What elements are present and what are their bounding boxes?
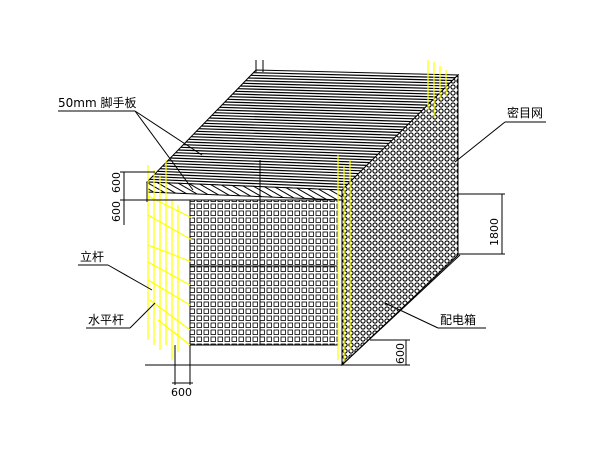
dim-height: 1800 (488, 218, 501, 246)
dim-top-spacing-1: 600 (110, 172, 123, 193)
deck-plank-line (188, 138, 387, 147)
deck-plank-line (175, 152, 373, 161)
dim-left: 600 600 (110, 171, 190, 225)
horizontal-bar-line (147, 261, 191, 286)
deck-plank-line (237, 88, 439, 95)
deck-plank-line (178, 149, 376, 158)
deck-plank-line (217, 109, 417, 117)
dim-base: 600 (350, 339, 410, 366)
deck-plank-line (243, 82, 445, 90)
label-distribution-box: 配电箱 (384, 302, 486, 329)
deck-plank-line (196, 130, 395, 139)
deck-plank-line (149, 178, 345, 188)
deck-plank-line (154, 173, 351, 183)
deck-plank-line (232, 93, 434, 101)
svg-text:50mm 脚手板: 50mm 脚手板 (58, 95, 136, 110)
deck-plank-line (206, 120, 406, 128)
deck-plank-line (248, 77, 450, 84)
deck-plank-line (165, 162, 362, 172)
yellow-poles (147, 60, 447, 362)
label-dense-mesh: 密目网 (454, 105, 546, 163)
deck-plank-line (227, 98, 428, 106)
deck-plank-line (235, 90, 436, 98)
deck-plank-line (211, 114, 412, 123)
deck-plank-line (250, 74, 453, 82)
deck-plank-line (214, 112, 414, 120)
label-scaffold-board: 50mm 脚手板 (58, 95, 203, 191)
deck-plank-line (183, 144, 381, 153)
deck-plank-line (191, 136, 389, 145)
deck-plank-line (170, 157, 367, 166)
dim-base-height: 600 (394, 343, 407, 364)
label-upright-pole: 立杆 (78, 249, 153, 291)
deck-plank-line (162, 165, 359, 175)
horizontal-bar-line (157, 319, 191, 346)
dim-pole-spacing: 600 (171, 386, 192, 399)
deck-plank-line (245, 80, 447, 87)
deck-plank-line (209, 117, 409, 125)
deck-plank-line (172, 154, 370, 164)
deck-plank-line (193, 133, 392, 142)
svg-text:立杆: 立杆 (80, 249, 104, 264)
deck-plank-line (167, 160, 365, 169)
deck-plank-line (222, 104, 423, 112)
svg-text:水平杆: 水平杆 (88, 313, 124, 327)
label-horizontal-bar: 水平杆 (86, 302, 156, 329)
deck-plank-line (230, 96, 431, 103)
deck-plank-line (224, 101, 425, 109)
horizontal-bar-line (149, 299, 191, 331)
deck-plank-line (204, 122, 403, 131)
dim-right: 1800 (458, 193, 505, 255)
front-grid-panel (189, 160, 339, 346)
deck-planks (149, 72, 456, 188)
deck-plank-line (157, 170, 354, 180)
horizontal-bar-line (147, 279, 191, 306)
deck-plank-line (240, 85, 442, 93)
horizontal-bar-line (147, 214, 193, 241)
svg-text:密目网: 密目网 (507, 105, 543, 120)
deck-plank-line (180, 146, 378, 156)
deck-plank-line (201, 125, 401, 134)
horizontal-bar-line (147, 195, 193, 219)
svg-text:配电箱: 配电箱 (440, 312, 476, 327)
deck-plank-line (185, 141, 384, 150)
deck-plank-line (253, 72, 456, 79)
horizontal-bar-line (147, 244, 193, 263)
top-deck (145, 60, 460, 191)
dim-top-spacing-2: 600 (110, 201, 123, 222)
deck-plank-line (159, 168, 356, 177)
deck-plank-line (198, 128, 398, 136)
deck-plank-line (219, 106, 420, 114)
right-mesh-face (341, 73, 459, 367)
